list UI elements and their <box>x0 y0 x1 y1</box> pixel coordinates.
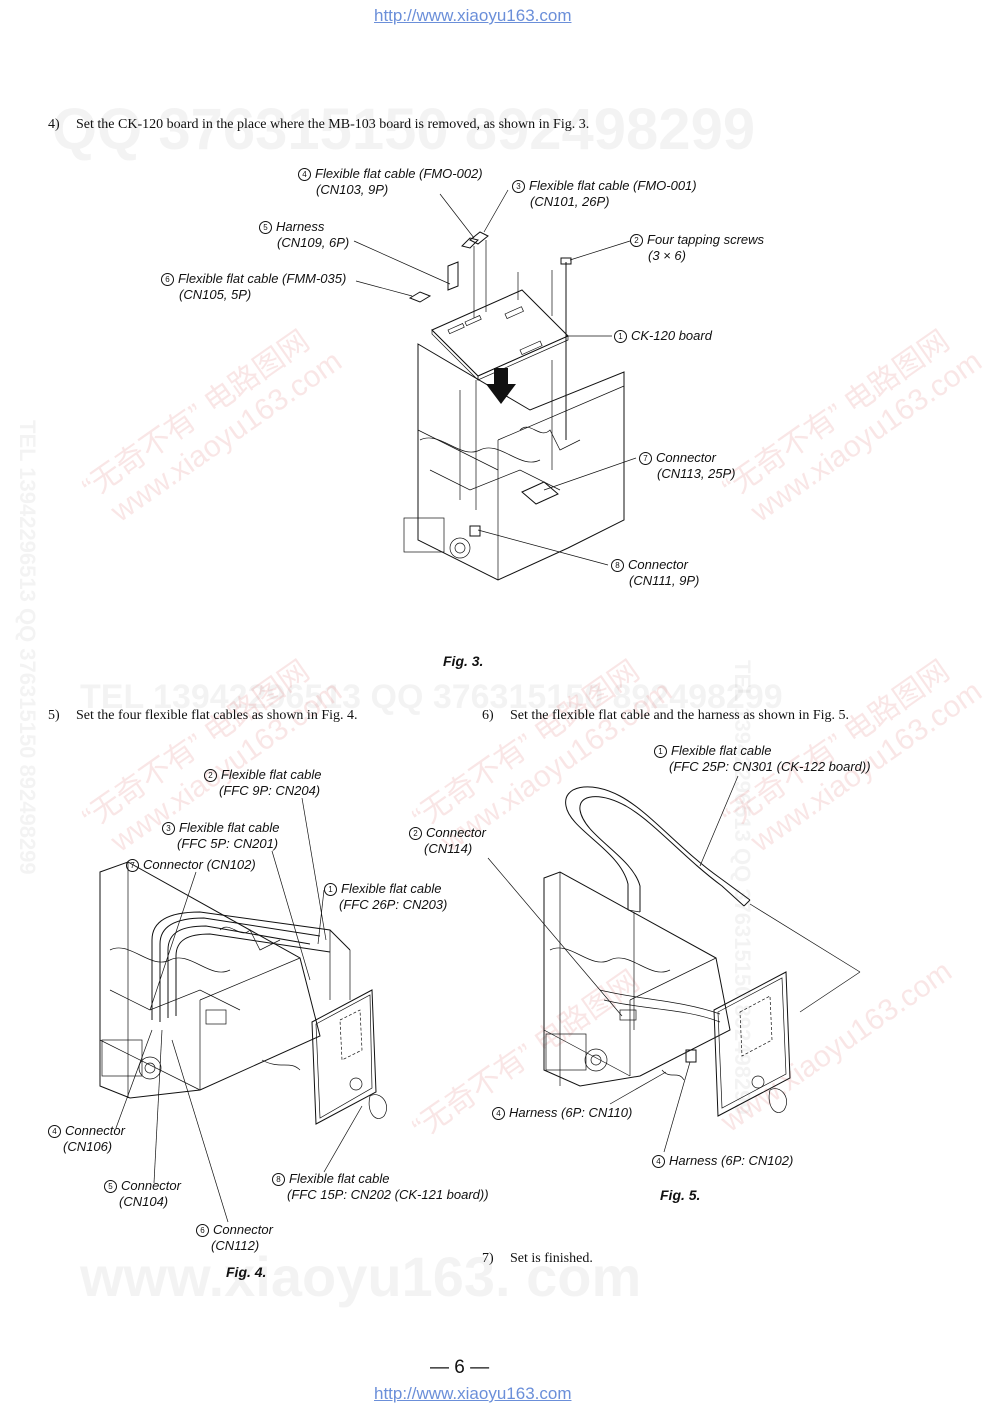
mark-1-icon: 1 <box>654 745 667 758</box>
fig4-label-connector-cn104: 5 Connector (CN104) <box>104 1178 181 1210</box>
fig3-label-sub: (3 × 6) <box>648 248 686 263</box>
fig5-label-harness-cn102: 4 Harness (6P: CN102) <box>652 1153 793 1169</box>
fig4-caption: Fig. 4. <box>226 1264 267 1280</box>
header-url-link[interactable]: http://www.xiaoyu163.com <box>374 6 572 25</box>
fig4-label-sub: (CN112) <box>211 1238 260 1253</box>
fig5-label-harness-cn110: 4 Harness (6P: CN110) <box>492 1105 632 1121</box>
fig4-label-sub: (CN106) <box>63 1139 113 1154</box>
fig3-label-text: Connector <box>628 557 688 572</box>
mark-3-icon: 3 <box>162 822 175 835</box>
fig4-label-sub: (CN104) <box>119 1194 169 1209</box>
fig3-label-text: Harness <box>276 219 325 234</box>
fig3-label-sub: (CN101, 26P) <box>530 194 610 209</box>
mark-2-icon: 2 <box>409 827 422 840</box>
fig4-label-text: Connector (CN102) <box>143 857 256 872</box>
footer-url-link[interactable]: http://www.xiaoyu163.com <box>374 1384 572 1403</box>
fig5-label-ffc-cn301: 1 Flexible flat cable (FFC 25P: CN301 (CK… <box>654 743 871 775</box>
fig3-label-sub: (CN103, 9P) <box>316 182 389 197</box>
mark-6-icon: 6 <box>161 273 174 286</box>
fig4-label-sub: (FFC 15P: CN202 (CK-121 board)) <box>287 1187 489 1202</box>
mark-5-icon: 5 <box>259 221 272 234</box>
fig3-label-text: Four tapping screws <box>647 232 765 247</box>
fig3-label-connector-cn113: 7 Connector (CN113, 25P) <box>639 450 736 482</box>
fig4-label-sub: (FFC 9P: CN204) <box>219 783 321 798</box>
mark-2-icon: 2 <box>204 769 217 782</box>
step-6-text: Set the flexible flat cable and the harn… <box>510 708 850 723</box>
step-7-text: Set is finished. <box>510 1251 593 1266</box>
mark-3-icon: 3 <box>512 180 525 193</box>
fig3-label-ffc-fmo002: 4 Flexible flat cable (FMO-002) (CN103, 9… <box>298 166 483 198</box>
fig3-label-harness: 5 Harness (CN109, 6P) <box>259 219 349 251</box>
fig3-caption: Fig. 3. <box>443 653 484 669</box>
fig3-label-ffc-fmm035: 6 Flexible flat cable (FMM-035) (CN105, 5… <box>161 271 346 303</box>
fig5-label-text: Harness (6P: CN102) <box>669 1153 794 1168</box>
step-6: 6) Set the flexible flat cable and the ha… <box>482 708 849 724</box>
fig4-label-text: Flexible flat cable <box>179 820 280 835</box>
fig5-label-text: Flexible flat cable <box>671 743 772 758</box>
step-4-text: Set the CK-120 board in the place where … <box>76 117 590 132</box>
mark-4-icon: 4 <box>48 1125 61 1138</box>
mark-1-icon: 1 <box>324 883 337 896</box>
fig3-label-sub: (CN105, 5P) <box>179 287 252 302</box>
mark-2-icon: 2 <box>630 234 643 247</box>
mark-4-icon: 4 <box>652 1155 665 1168</box>
step-6-number: 6) <box>482 708 494 723</box>
fig3-label-text: CK-120 board <box>631 328 712 343</box>
fig4-label-text: Flexible flat cable <box>341 881 442 896</box>
fig4-label-text: Flexible flat cable <box>221 767 322 782</box>
step-7-number: 7) <box>482 1251 494 1266</box>
fig3-label-text: Flexible flat cable (FMO-002) <box>315 166 483 181</box>
step-5-text: Set the four flexible flat cables as sho… <box>76 708 358 723</box>
mark-4-icon: 4 <box>298 168 311 181</box>
step-4-number: 4) <box>48 117 60 132</box>
mark-7-icon: 7 <box>126 859 139 872</box>
mark-6-icon: 6 <box>196 1224 209 1237</box>
fig3-label-sub: (CN111, 9P) <box>629 573 700 588</box>
fig3-label-ffc-fmo001: 3 Flexible flat cable (FMO-001) (CN101, 2… <box>512 178 697 210</box>
fig4-label-ffc-cn201: 3 Flexible flat cable (FFC 5P: CN201) <box>162 820 279 852</box>
page-number: — 6 — <box>430 1357 490 1378</box>
fig3-label-text: Flexible flat cable (FMM-035) <box>178 271 347 286</box>
fig4-label-connector-cn102: 7 Connector (CN102) <box>126 857 256 873</box>
fig3-label-screws: 2 Four tapping screws (3 × 6) <box>630 232 764 264</box>
step-4: 4) Set the CK-120 board in the place wher… <box>48 117 589 133</box>
fig3-label-sub: (CN113, 25P) <box>657 466 736 481</box>
mark-8-icon: 8 <box>272 1173 285 1186</box>
fig5-caption: Fig. 5. <box>660 1187 701 1203</box>
fig3-label-sub: (CN109, 6P) <box>277 235 350 250</box>
fig4-label-text: Connector <box>121 1178 181 1193</box>
mark-7-icon: 7 <box>639 452 652 465</box>
fig5-label-sub: (FFC 25P: CN301 (CK-122 board)) <box>669 759 871 774</box>
fig3-label-text: Connector <box>656 450 716 465</box>
fig5-label-connector-cn114: 2 Connector (CN114) <box>409 825 486 857</box>
fig4-label-connector-cn112: 6 Connector (CN112) <box>196 1222 273 1254</box>
fig5-label-text: Harness (6P: CN110) <box>509 1105 633 1120</box>
mark-5-icon: 5 <box>104 1180 117 1193</box>
fig5-label-sub: (CN114) <box>424 841 473 856</box>
fig4-label-sub: (FFC 5P: CN201) <box>177 836 279 851</box>
fig4-label-text: Connector <box>65 1123 125 1138</box>
fig4-label-connector-cn106: 4 Connector (CN106) <box>48 1123 125 1155</box>
step-5: 5) Set the four flexible flat cables as s… <box>48 708 358 724</box>
fig3-label-connector-cn111: 8 Connector (CN111, 9P) <box>611 557 699 589</box>
fig3-label-ck120-board: 1 CK-120 board <box>614 328 712 344</box>
mark-4-icon: 4 <box>492 1107 505 1120</box>
mark-8-icon: 8 <box>611 559 624 572</box>
mark-1-icon: 1 <box>614 330 627 343</box>
fig4-label-text: Flexible flat cable <box>289 1171 390 1186</box>
fig4-label-sub: (FFC 26P: CN203) <box>339 897 448 912</box>
fig5-label-text: Connector <box>426 825 486 840</box>
fig4-label-text: Connector <box>213 1222 273 1237</box>
fig4-label-ffc-cn202: 8 Flexible flat cable (FFC 15P: CN202 (CK… <box>272 1171 489 1203</box>
step-5-number: 5) <box>48 708 60 723</box>
fig4-label-ffc-cn204: 2 Flexible flat cable (FFC 9P: CN204) <box>204 767 321 799</box>
step-7: 7) Set is finished. <box>482 1251 593 1267</box>
fig3-label-text: Flexible flat cable (FMO-001) <box>529 178 697 193</box>
fig4-label-ffc-cn203: 1 Flexible flat cable (FFC 26P: CN203) <box>324 881 447 913</box>
